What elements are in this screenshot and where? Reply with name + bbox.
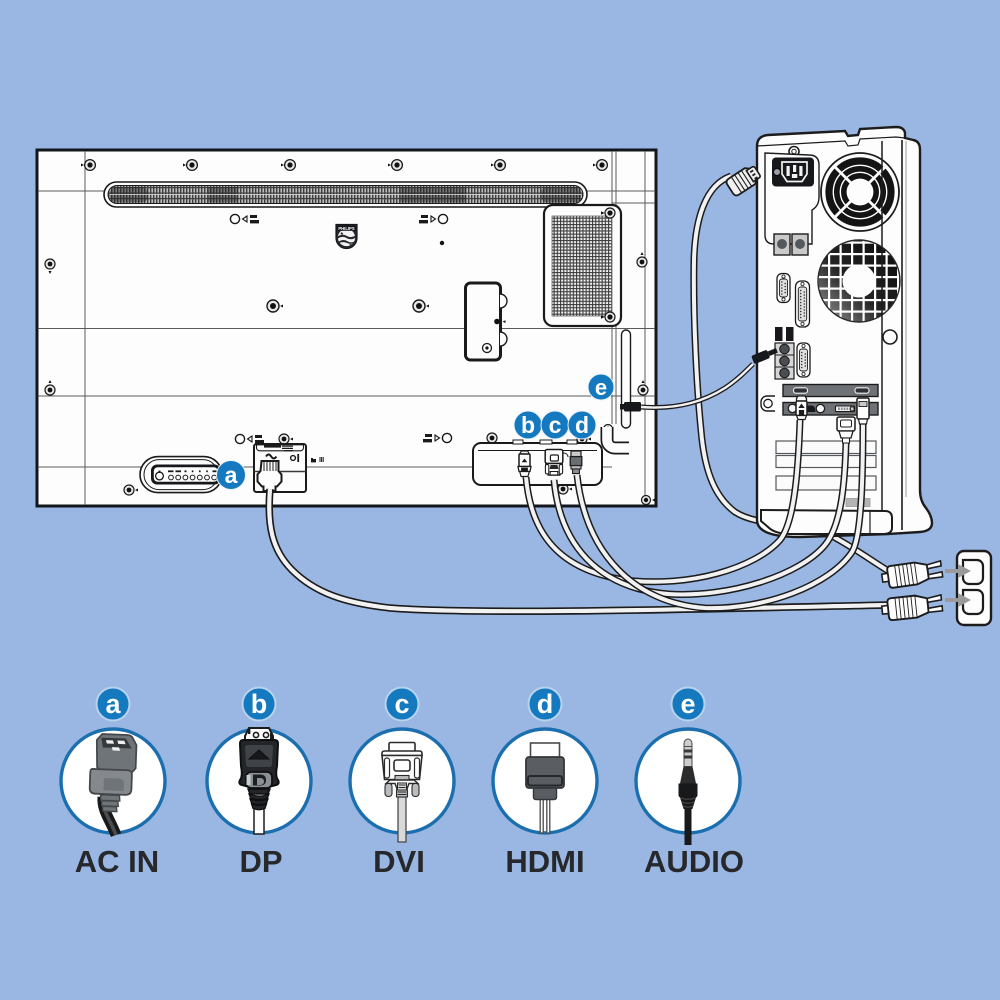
svg-text:DVI: DVI bbox=[373, 844, 425, 879]
svg-text:e: e bbox=[595, 375, 607, 400]
svg-text:b: b bbox=[251, 689, 268, 719]
svg-text:AUDIO: AUDIO bbox=[644, 844, 744, 879]
svg-text:d: d bbox=[575, 412, 589, 438]
svg-text:c: c bbox=[394, 689, 409, 719]
svg-text:a: a bbox=[105, 689, 121, 719]
svg-text:DP: DP bbox=[239, 844, 282, 879]
svg-text:b: b bbox=[521, 412, 535, 438]
svg-text:e: e bbox=[680, 689, 695, 719]
svg-text:PHILIPS: PHILIPS bbox=[338, 226, 354, 231]
svg-text:c: c bbox=[549, 412, 562, 438]
svg-text:HDMI: HDMI bbox=[505, 844, 584, 879]
svg-text:a: a bbox=[225, 462, 238, 488]
svg-text:AC IN: AC IN bbox=[75, 844, 159, 879]
svg-text:d: d bbox=[537, 689, 554, 719]
